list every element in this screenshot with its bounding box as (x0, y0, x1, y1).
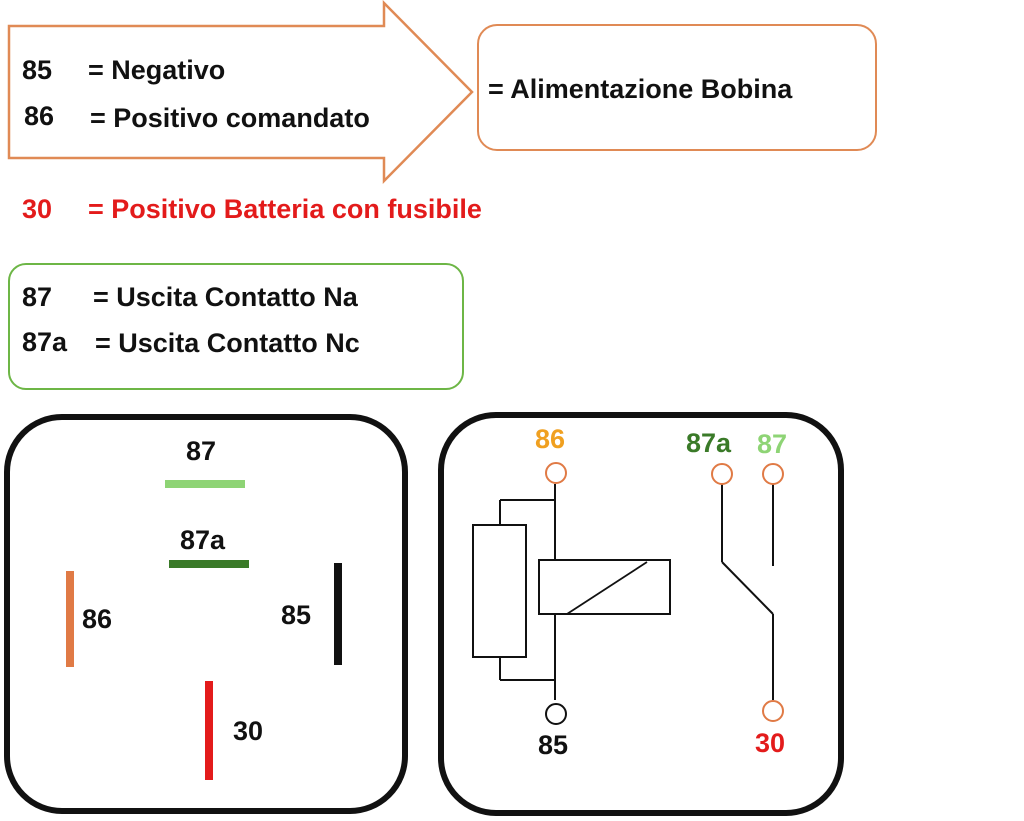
legend-30-desc: = Positivo Batteria con fusibile (88, 194, 482, 224)
legend-87-code: 87 (22, 282, 53, 312)
legend-87-desc: = Uscita Contatto Na (93, 282, 358, 312)
coil-resistor (472, 524, 527, 658)
coil-winding (538, 559, 671, 615)
legend-86-desc: = Positivo comandato (90, 103, 370, 133)
coil-diagonal (566, 561, 648, 615)
terminal-87 (762, 463, 784, 485)
legend-85-code: 85 (22, 55, 53, 85)
pin-87a-terminal (169, 560, 249, 568)
pin-label-30: 30 (233, 716, 264, 746)
pin-label-87a: 87a (180, 525, 226, 555)
legend-30-code: 30 (22, 194, 53, 224)
legend-86-code: 86 (24, 101, 55, 131)
terminal-87a (711, 463, 733, 485)
terminal-85 (545, 703, 567, 725)
coil-supply-box (477, 24, 877, 151)
legend-85-desc: = Negativo (88, 55, 226, 85)
schematic-label-86: 86 (535, 424, 566, 454)
pin-label-87: 87 (186, 436, 217, 466)
pin-label-86: 86 (82, 604, 113, 634)
terminal-30 (762, 700, 784, 722)
pin-87-terminal (165, 480, 245, 488)
schematic-label-87: 87 (757, 429, 788, 459)
legend-87a-desc: = Uscita Contatto Nc (95, 328, 360, 358)
switch-contacts (721, 484, 774, 700)
legend-87a-code: 87a (22, 327, 68, 357)
terminal-86 (545, 462, 567, 484)
pin-86-terminal (66, 571, 74, 667)
pin-30-terminal (205, 681, 213, 780)
pin-85-terminal (334, 563, 342, 665)
schematic-label-87a: 87a (686, 428, 732, 458)
coil-supply-label: = Alimentazione Bobina (488, 74, 793, 104)
schematic-label-85: 85 (538, 730, 569, 760)
contact-output-box (8, 263, 464, 390)
schematic-label-30: 30 (755, 728, 786, 758)
pin-label-85: 85 (281, 600, 312, 630)
